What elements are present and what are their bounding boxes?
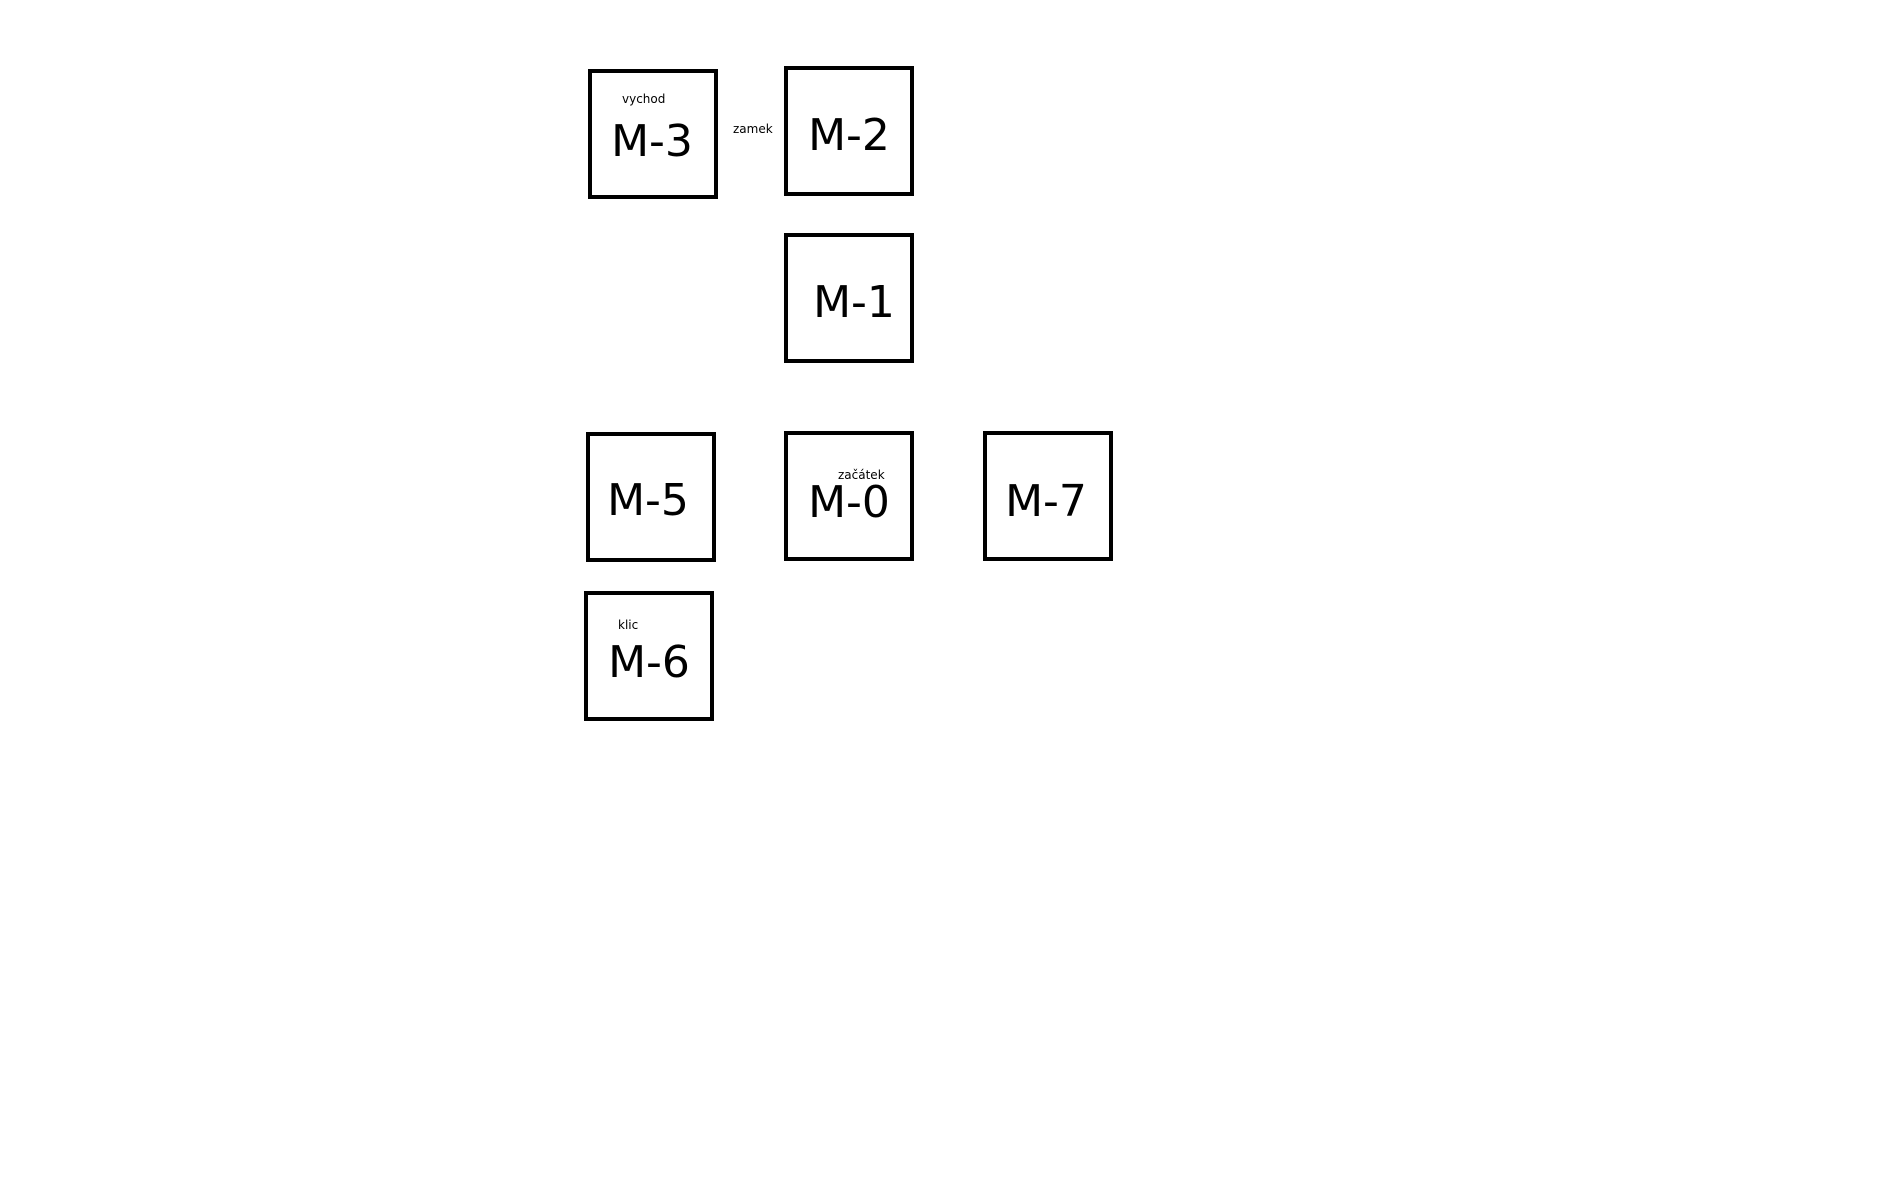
room-box-m5: M-5 [586, 432, 716, 562]
room-note-start: začátek [838, 468, 885, 482]
room-box-m3: vychod M-3 [588, 69, 718, 199]
room-note-exit: vychod [622, 92, 666, 106]
room-box-m6: klic M-6 [584, 591, 714, 721]
room-label-m0: M-0 [808, 477, 890, 528]
lock-note: zamek [733, 122, 773, 136]
room-label-m7: M-7 [1005, 476, 1087, 527]
room-label-m3: M-3 [611, 116, 693, 167]
room-label-m2: M-2 [808, 110, 890, 161]
room-box-m7: M-7 [983, 431, 1113, 561]
room-label-m5: M-5 [607, 475, 689, 526]
room-box-m1: M-1 [784, 233, 914, 363]
room-label-m1: M-1 [813, 277, 895, 328]
room-box-m2: M-2 [784, 66, 914, 196]
room-note-key: klic [618, 618, 639, 632]
room-box-m0: začátek M-0 [784, 431, 914, 561]
room-label-m6: M-6 [608, 637, 690, 688]
